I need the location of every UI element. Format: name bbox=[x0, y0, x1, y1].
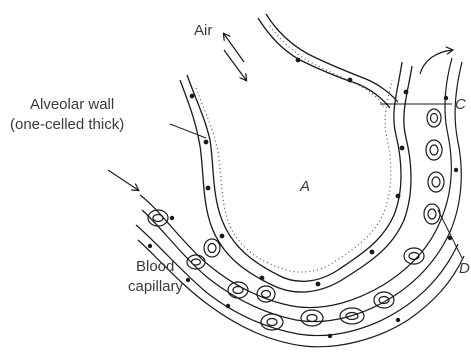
alveolar-wall-label-line1: Alveolar wall bbox=[30, 96, 114, 113]
blood-capillary bbox=[136, 58, 464, 347]
air-in-arrow bbox=[224, 50, 246, 80]
blood-capillary-label-line1: Blood bbox=[136, 258, 174, 275]
red-blood-cells bbox=[148, 109, 444, 330]
alveolus-label: A bbox=[300, 178, 310, 195]
d-leader bbox=[438, 210, 462, 258]
wall-leader bbox=[170, 124, 206, 138]
air-label: Air bbox=[194, 22, 212, 39]
alveolar-lining bbox=[196, 26, 392, 272]
alveolar-wall bbox=[180, 14, 412, 292]
d-label: D bbox=[459, 260, 470, 277]
blood-capillary-label-line2: capillary bbox=[128, 278, 183, 295]
alveolar-wall-label-line2: (one-celled thick) bbox=[10, 116, 124, 133]
air-out-arrow bbox=[224, 34, 244, 62]
c-label: C bbox=[455, 96, 466, 113]
cell-nuclei bbox=[148, 58, 458, 339]
blood-out-arrow bbox=[420, 50, 452, 74]
blood-in-arrow bbox=[108, 170, 138, 190]
